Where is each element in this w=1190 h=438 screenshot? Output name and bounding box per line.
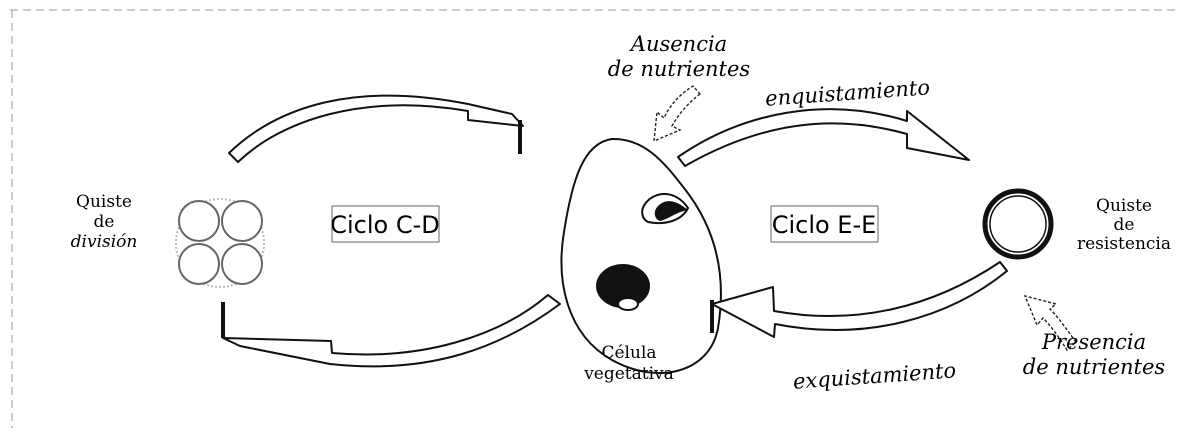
bottom-stimulus-line-2: de nutrientes <box>1023 355 1166 379</box>
vegetative-cell <box>560 137 722 374</box>
resistance-cyst-label-line-2: de <box>1114 215 1135 235</box>
top-nutrient-arrow <box>653 85 702 143</box>
arrow-bottom-right <box>710 261 1008 338</box>
cycle-cd-label: Ciclo C-D <box>330 211 440 239</box>
excystment-label: exquistamiento <box>792 358 957 393</box>
division-cyst-label-line-3: división <box>71 232 138 252</box>
cycle-cd-box: Ciclo C-D <box>330 205 440 243</box>
resistance-cyst <box>982 188 1054 260</box>
division-cyst-label-line-2: de <box>94 212 115 232</box>
vegetative-cell-label-line-2: vegetativa <box>583 364 674 384</box>
arrow-top-right <box>677 108 970 167</box>
arrow-bottom-left <box>221 294 561 368</box>
vegetative-cell-label-line-1: Célula <box>601 343 656 363</box>
resistance-cyst-label-line-3: resistencia <box>1077 234 1171 254</box>
bottom-nutrient-arrow <box>1023 294 1077 352</box>
cycle-ee-label: Ciclo E-E <box>772 211 877 239</box>
resistance-cyst-label-line-1: Quiste <box>1096 196 1152 216</box>
top-stimulus-line-1: Ausencia <box>629 32 727 56</box>
arrow-top-left <box>228 94 524 163</box>
division-cyst <box>175 198 265 288</box>
division-cyst-label-line-1: Quiste <box>76 192 132 212</box>
bottom-stimulus-line-1: Presencia <box>1041 330 1146 354</box>
encystment-label: enquistamiento <box>764 75 930 110</box>
cycle-ee-box: Ciclo E-E <box>770 205 879 243</box>
top-stimulus-line-2: de nutrientes <box>608 57 751 81</box>
